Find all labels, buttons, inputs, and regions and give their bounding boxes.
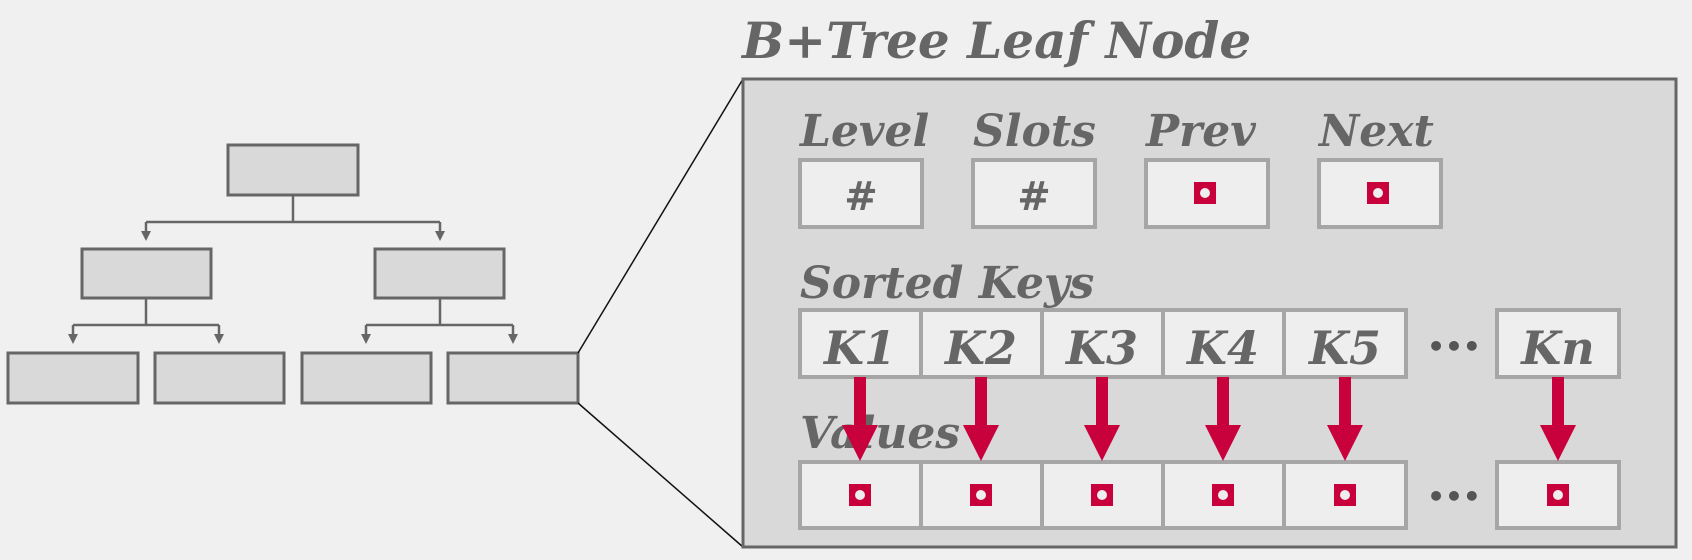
header-pointer-next [1367, 182, 1389, 204]
header-pointer-prev [1194, 182, 1216, 204]
arrow-k5 [1327, 377, 1363, 461]
key-k2: K2 [943, 321, 1017, 375]
values-ellipsis: ••• [1427, 480, 1481, 513]
key-kn: Kn [1519, 321, 1594, 375]
value-pointer-3 [1091, 484, 1113, 506]
value-pointer-1 [849, 484, 871, 506]
value-pointer-2 [970, 484, 992, 506]
header-box-slots [971, 158, 1097, 229]
header-label-next: Next [1317, 106, 1434, 157]
header-value-slots: # [1017, 174, 1051, 220]
key-cell-k3 [1040, 308, 1165, 379]
diagram-title: B+Tree Leaf Node [740, 11, 1251, 70]
key-cell-k5 [1282, 308, 1408, 379]
key-value-arrows [842, 377, 1576, 461]
header-value-level: # [844, 174, 878, 220]
header-label-level: Level [798, 106, 929, 157]
key-k1: K1 [822, 321, 896, 375]
header-box-level [798, 158, 924, 229]
value-pointer-4 [1212, 484, 1234, 506]
tree-root-node [226, 143, 360, 197]
values-label: Values [800, 408, 960, 459]
arrow-k3 [1084, 377, 1120, 461]
value-cell-n [1495, 460, 1621, 530]
key-k4: K4 [1185, 321, 1259, 375]
header-label-prev: Prev [1144, 106, 1256, 157]
value-pointer-n [1547, 484, 1569, 506]
tree-inner-node-right [373, 247, 506, 300]
arrow-kn [1540, 377, 1576, 461]
arrow-k2 [963, 377, 999, 461]
key-k3: K3 [1064, 321, 1138, 375]
tree-leaf-node-4 [446, 351, 580, 405]
tree-leaf-node-2 [153, 351, 286, 405]
keys-ellipsis: ••• [1427, 330, 1481, 363]
tree-edges [68, 195, 518, 344]
tree-inner-node-left [80, 247, 213, 300]
tree-overview [6, 143, 580, 405]
tree-leaf-node-3 [300, 351, 433, 405]
sorted-keys-label: Sorted Keys [800, 258, 1094, 309]
header-label-slots: Slots [973, 106, 1096, 157]
arrow-k1 [842, 377, 878, 461]
arrow-k4 [1205, 377, 1241, 461]
tree-leaf-node-1 [6, 351, 140, 405]
value-pointer-5 [1334, 484, 1356, 506]
key-k5: K5 [1307, 321, 1381, 375]
zoom-callout [577, 78, 744, 548]
key-cell-k2 [919, 308, 1044, 379]
